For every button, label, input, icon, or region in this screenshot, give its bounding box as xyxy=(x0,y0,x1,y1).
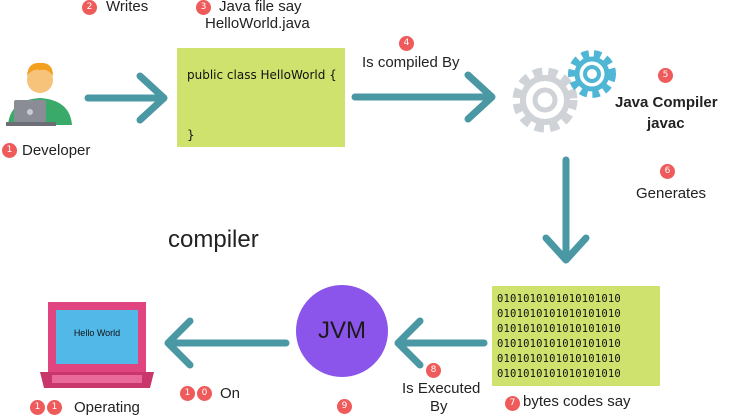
code-line-1: public class HelloWorld { xyxy=(187,68,337,82)
java-compiler-label: Java Compiler xyxy=(615,94,718,111)
gears-icon xyxy=(512,50,616,133)
bytecode-box: 0101010101010101010 0101010101010101010 … xyxy=(492,286,660,386)
binary-line: 0101010101010101010 xyxy=(497,368,621,380)
jvm-circle: JVM xyxy=(296,285,388,377)
java-code-box: public class HelloWorld { } xyxy=(177,48,345,147)
java-file-label-line2: HelloWorld.java xyxy=(205,15,310,32)
hello-world-screen-text: Hello World xyxy=(73,328,121,338)
compiler-caption: compiler xyxy=(168,226,259,253)
java-file-label-line1: Java file say xyxy=(219,0,302,15)
javac-label: javac xyxy=(647,115,685,132)
on-label: On xyxy=(220,385,241,402)
executed-label-line1: Is Executed xyxy=(402,380,481,397)
developer-label: Developer xyxy=(22,142,91,159)
binary-line: 0101010101010101010 xyxy=(497,353,621,365)
executed-label-line2: By xyxy=(430,398,448,415)
arrow-writes xyxy=(84,72,168,124)
step-1-badge: 1 xyxy=(2,143,17,158)
developer-icon xyxy=(6,62,72,126)
step-11-badge-digit-1: 1 xyxy=(30,400,45,415)
binary-line: 0101010101010101010 xyxy=(497,308,621,320)
step-11-badge-digit-2: 1 xyxy=(47,400,62,415)
operating-label: Operating xyxy=(74,399,140,416)
generates-label: Generates xyxy=(636,185,707,202)
arrow-executed xyxy=(394,317,488,369)
step-5-badge: 5 xyxy=(658,68,673,83)
arrow-generates xyxy=(542,156,590,264)
step-10-badge-digit-2: 0 xyxy=(197,386,212,401)
step-7-badge: 7 xyxy=(505,396,520,411)
compiled-by-label: Is compiled By xyxy=(362,54,460,71)
step-2-badge: 2 xyxy=(82,0,97,15)
step-8-badge: 8 xyxy=(426,363,441,378)
step-9-badge: 9 xyxy=(337,399,352,414)
binary-line: 0101010101010101010 xyxy=(497,293,621,305)
bytecodes-label: bytes codes say xyxy=(523,393,631,410)
step-3-badge: 3 xyxy=(196,0,211,15)
laptop-icon xyxy=(40,302,154,388)
arrow-on xyxy=(164,317,290,369)
step-4-badge: 4 xyxy=(399,36,414,51)
arrow-compiled xyxy=(351,71,496,123)
step-10-badge-digit-1: 1 xyxy=(180,386,195,401)
writes-label: Writes xyxy=(106,0,149,15)
binary-line: 0101010101010101010 xyxy=(497,323,621,335)
binary-line: 0101010101010101010 xyxy=(497,338,621,350)
code-line-2: } xyxy=(187,128,195,142)
step-6-badge: 6 xyxy=(660,164,675,179)
